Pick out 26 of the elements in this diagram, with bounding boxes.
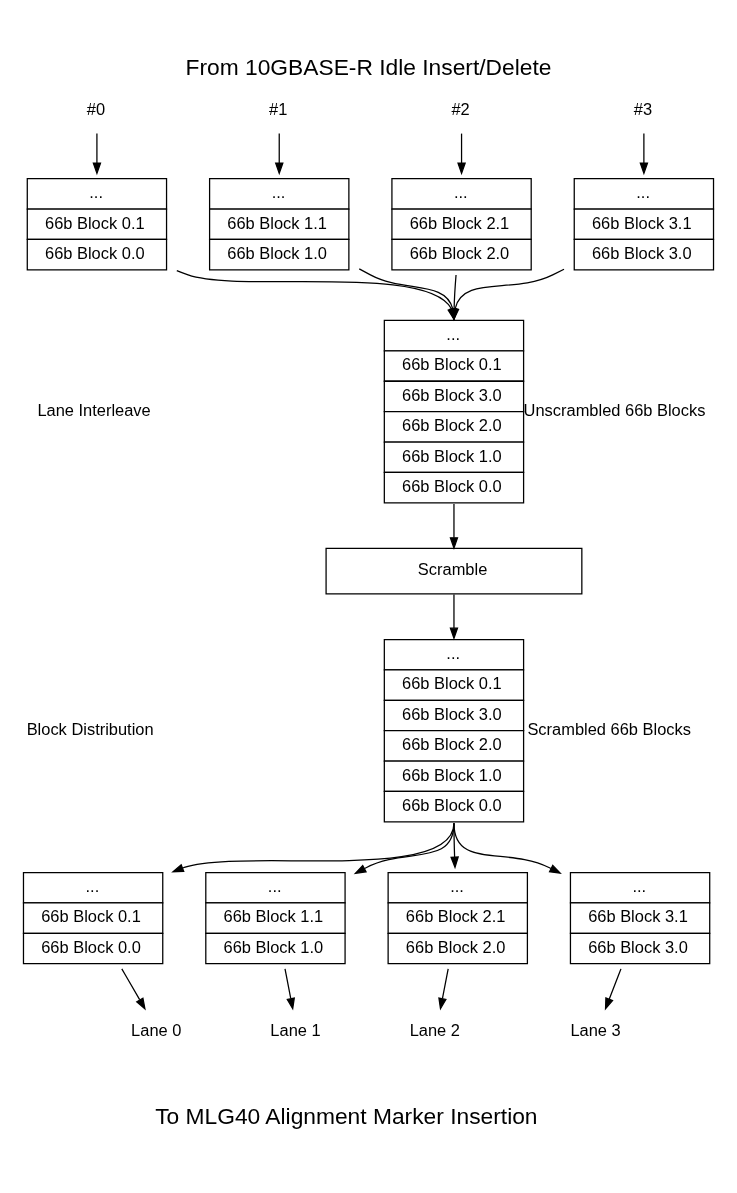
diagram-title: From 10GBASE-R Idle Insert/Delete xyxy=(185,54,552,81)
node-text: Lane 3 xyxy=(570,1021,621,1040)
arrow xyxy=(121,968,146,1011)
arrow xyxy=(449,593,459,641)
arrow xyxy=(274,132,284,176)
node-label: Unscrambled 66b Blocks xyxy=(523,400,706,419)
node-text: #0 xyxy=(86,99,106,118)
node-text: Lane 1 xyxy=(270,1021,321,1040)
node-text: #3 xyxy=(633,99,653,118)
arrow xyxy=(604,968,622,1011)
node-box: Scramble xyxy=(325,547,583,595)
arrow xyxy=(92,132,102,176)
arrow xyxy=(639,132,649,176)
node-text: #1 xyxy=(269,99,288,118)
arrow xyxy=(457,132,466,176)
node-label: Scrambled 66b Blocks xyxy=(527,720,691,739)
arrow xyxy=(438,968,449,1011)
node-text: #2 xyxy=(451,99,470,118)
arrow xyxy=(453,822,562,875)
node-text: Lane 2 xyxy=(409,1021,460,1040)
label: Block Distribution xyxy=(26,720,154,739)
arrow xyxy=(449,503,459,550)
label: Lane Interleave xyxy=(37,400,151,419)
arrow xyxy=(284,968,296,1011)
node-text: Lane 0 xyxy=(131,1021,182,1040)
caption: To MLG40 Alignment Marker Insertion xyxy=(155,1102,538,1129)
